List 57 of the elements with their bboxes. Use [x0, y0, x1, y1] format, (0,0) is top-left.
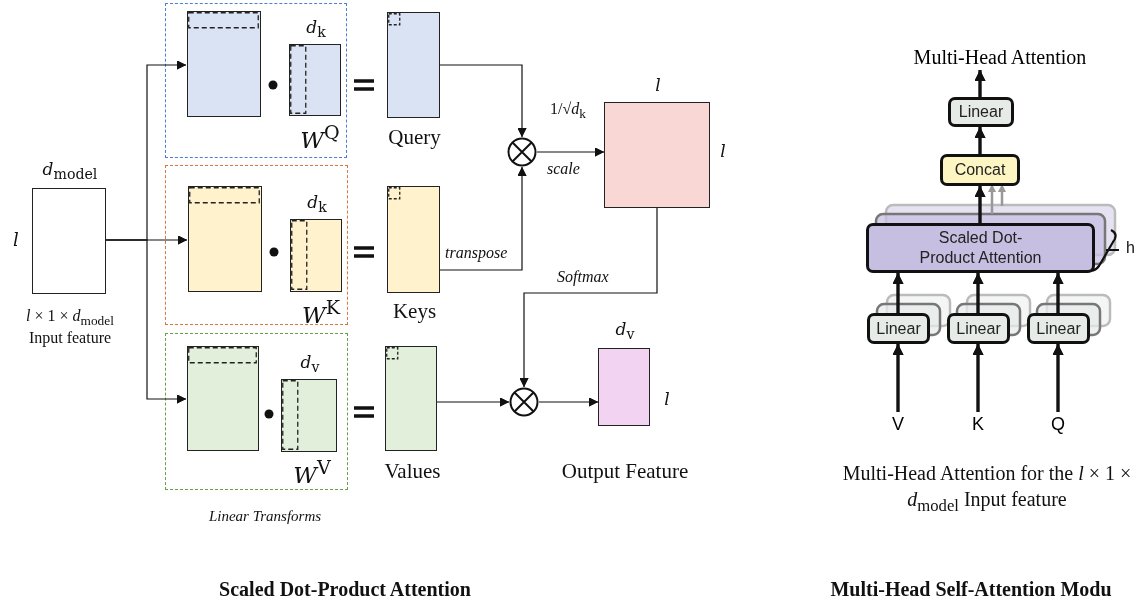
arrow [519, 207, 658, 388]
dimension-label: l [12, 229, 20, 250]
arrow [538, 397, 599, 407]
matrix [187, 346, 259, 451]
arrow [436, 397, 510, 407]
arrow [974, 186, 986, 223]
head-count-label: h [1126, 238, 1135, 258]
group-caption: Linear Transforms [207, 508, 323, 525]
matrix-name: Output Feature [560, 459, 690, 484]
panel-title: Scaled Dot-Product Attention [218, 578, 472, 601]
dimension-label: d$_{model}$ [41, 159, 99, 183]
dimension-label: l [719, 141, 727, 161]
arrow [439, 166, 527, 271]
arrow [974, 70, 986, 97]
panel-title: Multi-Head Self-Attention Modu [829, 578, 1113, 601]
matrix-name: Query [387, 125, 442, 150]
arrow [892, 273, 904, 313]
dimension-label: d$_{k}$ [306, 192, 328, 216]
dashed-group-outline [165, 3, 347, 158]
concat-box: Concat [940, 154, 1020, 186]
matrix-name: Keys [391, 299, 438, 324]
input-label: V [886, 412, 910, 436]
arrow [974, 127, 986, 154]
arrow [892, 344, 904, 412]
dimension-label: l [654, 75, 662, 95]
dashed-group-outline [165, 165, 348, 325]
dimension-label: d$_{v}$ [299, 352, 321, 376]
dimension-label: l [663, 389, 671, 409]
dimension-label: d$_{k}$ [305, 17, 327, 41]
linear-layer-box: Linear [948, 97, 1014, 127]
scale-factor-label: 1/√d$_{k}$ [549, 100, 587, 123]
arrow [439, 64, 527, 138]
matrix [188, 186, 262, 292]
matrix-caption: l × 1 × d$_{model}$ Input feature [25, 307, 115, 348]
multiply-operator [509, 387, 539, 417]
arrow [536, 147, 605, 157]
arrow [1052, 273, 1064, 313]
multiply-operator [507, 137, 537, 167]
matrix-name: W$^{K}$ [301, 296, 342, 328]
input-label: K [966, 412, 990, 436]
input-label: Q [1046, 412, 1070, 436]
linear-layer-box: Linear [1027, 313, 1090, 344]
matrix-name: W$^{V}$ [292, 456, 332, 488]
matrix-name: W$^{Q}$ [299, 121, 341, 153]
linear-layer-box: Linear [947, 313, 1010, 344]
edge-label: Softmax [556, 268, 610, 286]
dashed-group-outline [165, 333, 348, 490]
output-label: Multi-Head Attention [895, 44, 1105, 70]
matrix-name: Values [383, 459, 442, 484]
figure-caption: Multi-Head Attention for the l × 1 × d$_{model}$ Input feature [842, 461, 1132, 517]
arrow [105, 239, 187, 404]
linear-layer-box: Linear [867, 313, 930, 344]
arrow [972, 273, 984, 313]
matrix [187, 11, 261, 117]
arrow [972, 344, 984, 412]
dimension-label: d$_{v}$ [614, 319, 636, 343]
arrow [1052, 344, 1064, 412]
